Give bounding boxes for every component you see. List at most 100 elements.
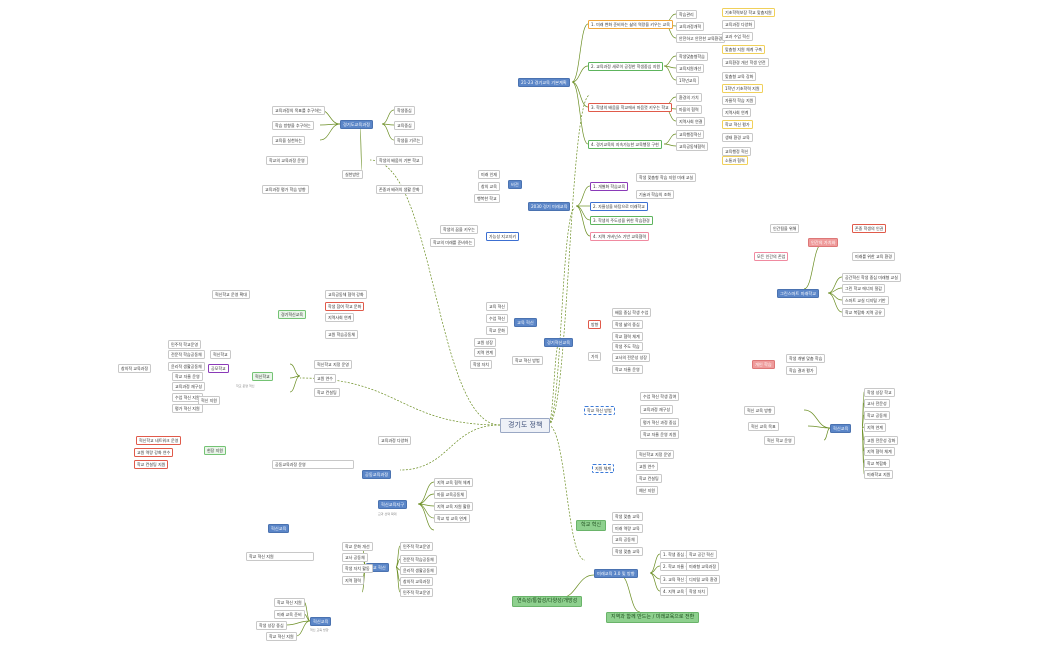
map4-right-0[interactable]: 존중 학생의 인권 [852,224,887,233]
map1-detail-2[interactable]: 교과 수업 혁신 [722,32,753,41]
map4-child[interactable]: 그린스마트 미래학교 [777,289,820,298]
map12-item-0[interactable]: 학생 개별 맞춤 학습 [786,354,826,363]
map6-branch-1[interactable]: 가치 [588,352,602,361]
map11-sub-0[interactable]: 학교 혁신 지원 [274,598,305,607]
map9-right-item-3[interactable]: 창의적 교육과정 [400,577,434,586]
map3-b1-item-1[interactable]: 기술과 학습의 조화 [636,190,674,199]
map10-left-2[interactable]: 교육 공동체 [612,535,638,544]
map1-branch-0[interactable]: 1. 미래 변화 준비하는 삶의 역량을 키우는 교육 [588,20,673,29]
map9-item-1[interactable]: 교사 공동체 [342,553,368,562]
map7-right-1[interactable]: 교사 전문성 [864,399,890,408]
map1-detail-11[interactable]: 교육행정 혁신 [722,147,752,156]
map1-detail-5[interactable]: 맞춤형 교육 강화 [722,72,757,81]
map3-top-item-0[interactable]: 미래 인재 [478,170,500,179]
map5-top-item-3[interactable]: 지역사회 연계 [325,313,355,322]
map5-top-item-0[interactable]: 혁신학교 운영 확대 [212,290,250,299]
map5-right-item-0[interactable]: 혁신학교 지정 운영 [314,360,352,369]
map6-b1-item-1[interactable]: 교사의 전문성 성장 [612,353,650,362]
map1-child-2-0[interactable]: 환경의 가치 [676,93,702,102]
map6-root[interactable]: 경기혁신교육 [544,338,574,347]
map1-root[interactable]: 21-23 경기교육 기본계획 [518,78,570,87]
map1-child-3-1[interactable]: 교육공동체협력 [676,142,708,151]
map5-sub[interactable]: 혁신 지원 [198,396,220,405]
map6-mid-item-3[interactable]: 학교 자율 운영 지원 [640,430,680,439]
map6-bottom-item-3[interactable]: 예산 지원 [636,486,658,495]
map6-b0-item-1[interactable]: 학생 삶의 중심 [612,320,643,329]
map7-root[interactable]: 혁신교육 [830,424,852,433]
map8-sub-item-1[interactable]: 마을 교육공동체 [434,490,468,499]
map12-item-1[interactable]: 학습 결과 평가 [786,366,817,375]
map1-child-1-2[interactable]: 1학년교육 [676,76,700,85]
map5-right-item-2[interactable]: 학교 컨설팅 [314,388,340,397]
map8-item-0[interactable]: 공동교육과정 운영 [272,460,354,469]
map5-bottom[interactable]: 현장 지원 [204,446,226,455]
map5-top[interactable]: 경기혁신교육 [278,310,307,319]
map4-child-item-3[interactable]: 학교 복합화 지역 공유 [842,308,885,317]
map4-right-1[interactable]: 미래를 위한 교육 환경 [852,252,895,261]
map6-leftitem-4[interactable]: 지역 연계 [474,348,496,357]
map3-top-item-1[interactable]: 창의 교육 [478,182,500,191]
map5-sub-item-3[interactable]: 평가 혁신 지원 [172,404,203,413]
map3-bottom-item-0[interactable]: 학생의 꿈을 키우는 [440,225,478,234]
map6-mid-dash[interactable]: 학교 혁신 방법 [584,406,615,415]
map11-item-0[interactable]: 학교 혁신 지원 [246,552,314,561]
central-topic[interactable]: 경기도 정책 [500,418,551,433]
map9-right-item-2[interactable]: 윤리적 생활공동체 [400,566,437,575]
map1-branch-3[interactable]: 4. 경기교육의 지속가능한 교육행정 구현 [588,140,662,149]
map1-child-3-0[interactable]: 교육행정혁신 [676,130,705,139]
map5-sub-item-1[interactable]: 교육과정 재구성 [172,382,206,391]
map9-item-2[interactable]: 학생 자치 활동 [342,564,373,573]
map7-right-x-4[interactable]: 교원 전문성 강화 [864,436,899,445]
map1-detail-6[interactable]: 1학년 기초학력 지원 [722,84,763,93]
map7-right-x-7[interactable]: 미래학교 지원 [864,470,894,479]
map4-child-item-2[interactable]: 스마트 교실 디지털 기반 [842,296,889,305]
map7-left-0[interactable]: 혁신 교육 방향 [744,406,775,415]
map8-sub-item-3[interactable]: 학교 밖 교육 연계 [434,514,470,523]
map2-child-item-0[interactable]: 학교의 교육과정 운영 [266,156,308,165]
map2-left-0[interactable]: 교육과정의 목표를 추구하는 [272,106,325,115]
map6-bottom[interactable]: 지원 체계 [592,464,614,473]
map5-left-item-0[interactable]: 민주적 학교운영 [168,340,202,349]
map3-branch-3[interactable]: 4. 지역 거버넌스 기반 교육협력 [590,232,650,241]
map1-child-0-0[interactable]: 학습관리 [676,10,697,19]
map2-child-item-3[interactable]: 존중과 배려의 생활 문화 [376,185,423,194]
map2-right-2[interactable]: 학생을 기르는 [394,136,424,145]
map1-detail-10[interactable]: 생태 환경 교육 [722,133,753,142]
map6-b0-item-0[interactable]: 배움 중심 학생 수업 [612,308,652,317]
map6-left-0[interactable]: 교육 혁신 [514,318,537,327]
map3-root[interactable]: 2030 경기 미래교육 [528,202,571,211]
map1-detail-3[interactable]: 맞춤형 지원 체계 구축 [722,45,765,54]
map6-mid-item-1[interactable]: 교육과정 재구성 [640,405,674,414]
map10-detail-2[interactable]: 디지털 교육 환경 [686,575,721,584]
map6-b0-item-2[interactable]: 학교 협력 체계 [612,332,643,341]
map5-top-item-1[interactable]: 교육공동체 협력 강화 [325,290,367,299]
map6-leftitem-5[interactable]: 학생 자치 [470,360,492,369]
map8-sub-item-2[interactable]: 지역 교육 자원 활용 [434,502,474,511]
map2-child[interactable]: 실천방안 [342,170,363,179]
map3-branch-0[interactable]: 1. 개별화 학습교육 [590,182,629,191]
map7-left-1[interactable]: 혁신 교육 목표 [748,422,779,431]
map9-right-item-4[interactable]: 민주적 학교운영 [400,588,434,597]
map4-child-item-1[interactable]: 그린 학교 에너지 절감 [842,284,885,293]
map1-branch-2[interactable]: 3. 학생의 배움을 학교에서 마음껏 키우는 학교 [588,103,672,112]
map3-branch-1[interactable]: 2. 자율성을 바탕으로 미래학교 [590,202,648,211]
map5-right-item-1[interactable]: 교원 연수 [314,374,336,383]
map9-right-item-1[interactable]: 전문적 학습공동체 [400,555,437,564]
map6-leftitem-1[interactable]: 수업 혁신 [486,314,508,323]
map5-left-item-2[interactable]: 윤리적 생활공동체 [168,362,205,371]
map11-sub-1[interactable]: 미래 교육 준비 [274,610,305,619]
map3-top[interactable]: 비전 [508,180,522,189]
map9-item-3[interactable]: 지역 협력 [342,576,364,585]
map2-child-item-1[interactable]: 교육과정 평가 학습 방향 [262,185,309,194]
map1-child-0-1[interactable]: 교육과정개혁 [676,22,705,31]
map6-leftitem-2[interactable]: 학교 문화 [486,326,508,335]
map3-top-item-2[interactable]: 행복한 학교 [474,194,500,203]
map5-root[interactable]: 혁신학교 [252,372,273,381]
map7-right-x-5[interactable]: 지역 협력 체계 [864,447,895,456]
map6-b1-item-0[interactable]: 학생 주도 학습 [612,342,643,351]
map3-b1-item-0[interactable]: 학생 맞춤형 학습 지원 미래 교실 [636,173,697,182]
map6-mid-item-2[interactable]: 평가 혁신 과정 중심 [640,418,680,427]
map1-branch-1[interactable]: 2. 교육과정 새로이 공정한 학생중심 지원 [588,62,664,71]
map7-right-2[interactable]: 학교 공동체 [864,411,890,420]
map1-detail-7[interactable]: 자율적 학습 지원 [722,96,757,105]
